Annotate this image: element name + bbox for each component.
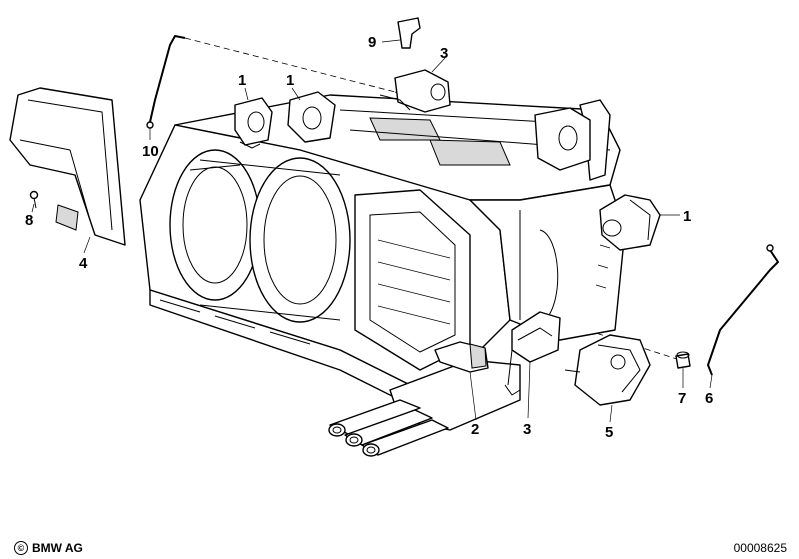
- callout-5: 5: [605, 424, 613, 441]
- flap-housing-part-5: [564, 334, 651, 406]
- callout-1-left: 1: [238, 72, 246, 89]
- callout-labels: 1 1 1 2 3 3 4 5 6 7 8 9 10: [25, 34, 713, 441]
- cap-part-9: [397, 17, 421, 49]
- servomotor-part-3-bottom: [504, 311, 561, 396]
- brand-name: BMW AG: [32, 541, 83, 555]
- side-cover-part-4: [9, 87, 126, 246]
- actuator-part-1-c: [599, 194, 661, 251]
- callout-6: 6: [705, 390, 713, 407]
- callout-8: 8: [25, 212, 33, 229]
- copyright-notice: © BMW AG: [14, 541, 83, 555]
- callout-10: 10: [142, 143, 159, 160]
- control-rod-part-10: [146, 35, 186, 129]
- drawing-number: 00008625: [733, 541, 787, 555]
- callout-1-right: 1: [683, 208, 691, 225]
- callout-1-middle: 1: [286, 72, 294, 89]
- heater-pipes: [328, 399, 449, 457]
- bracket-part-2: [434, 341, 489, 373]
- callout-7: 7: [678, 390, 686, 407]
- callout-3-bottom: 3: [523, 421, 531, 438]
- copyright-icon: ©: [14, 541, 28, 555]
- callout-2: 2: [471, 421, 479, 438]
- servomotor-part-3-top: [379, 69, 451, 113]
- actuator-on-housing: [534, 107, 591, 171]
- callout-9: 9: [368, 34, 376, 51]
- leader-lines: [31, 39, 713, 423]
- callout-3-top: 3: [440, 45, 448, 62]
- grommet-part-7: [675, 351, 691, 369]
- screw-part-8: [29, 190, 39, 209]
- actuator-part-1-b: [287, 91, 336, 143]
- control-rod-part-6: [707, 244, 779, 376]
- callout-4: 4: [79, 255, 88, 272]
- actuator-part-1-a: [234, 97, 273, 149]
